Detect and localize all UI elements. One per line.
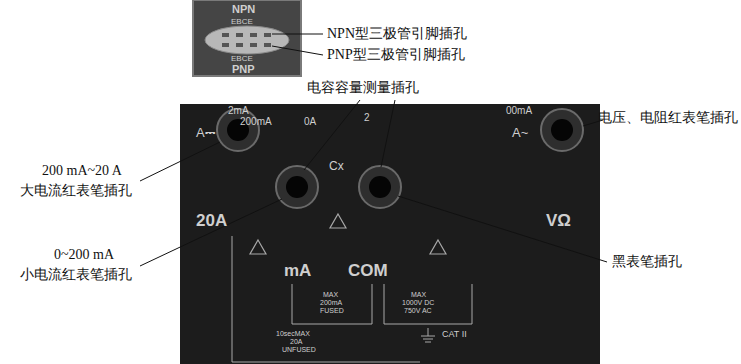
panel-marking: UNFUSED (282, 346, 316, 353)
panel-marking: EBCE (231, 55, 253, 63)
panel-marking: 200mA (240, 117, 272, 127)
rating-brackets (232, 236, 472, 362)
panel-marking: 200mA (320, 299, 342, 306)
warning-triangles (250, 214, 446, 254)
panel-marking: COM (348, 262, 388, 279)
callout-label: 黑表笔插孔 (612, 254, 682, 269)
callout-label: 0~200 mA (54, 247, 114, 262)
panel-marking: MAX (411, 291, 426, 298)
panel-marking: 2mA (228, 106, 249, 116)
panel-marking: NPN (232, 4, 255, 15)
panel-marking: MAX (323, 291, 338, 298)
callout-label: 电容容量测量插孔 (307, 80, 419, 95)
panel-marking: 10secMAX (276, 330, 310, 337)
panel-marking: 750V AC (404, 307, 432, 314)
jacks (217, 109, 583, 208)
panel-marking: A~ (512, 126, 528, 139)
socket-panel (193, 0, 301, 76)
panel-marking: PNP (232, 64, 255, 75)
callout-label: 电压、电阻红表笔插孔 (598, 110, 738, 125)
callout-label: 大电流红表笔插孔 (20, 183, 132, 198)
panel-marking: 1000V DC (402, 299, 434, 306)
panel-marking: 20A (196, 212, 227, 229)
panel-marking: A⎓ (196, 126, 215, 139)
panel-marking: EBCE (231, 18, 253, 26)
panel-marking: 20A (290, 338, 302, 345)
main-panel (180, 104, 600, 364)
socket-oval (205, 26, 289, 54)
panel-marking: mA (284, 262, 311, 279)
callout-label: 小电流红表笔插孔 (20, 267, 132, 282)
transistor-socket-panel: NPNEBCEEBCEPNP (193, 0, 301, 76)
panel-marking: 2 (364, 113, 370, 123)
panel-marking: 00mA (506, 106, 532, 116)
panel-marking: 0A (304, 117, 316, 127)
callout-label: 200 mA~20 A (42, 163, 122, 178)
panel-marking: CAT II (442, 330, 467, 339)
panel-marking: VΩ (546, 212, 571, 229)
leader-lines (140, 34, 607, 266)
panel-marking: Cx (329, 160, 344, 172)
socket-holes (222, 33, 271, 47)
callout-label: PNP型三极管引脚插孔 (327, 47, 465, 62)
panel-marking: FUSED (320, 307, 344, 314)
callout-label: NPN型三极管引脚插孔 (327, 26, 467, 41)
jack-panel: 2mA200mAA⎓0A200mAA~Cx20AmACOMVΩMAX200mAF… (180, 104, 600, 364)
ground-symbol (421, 328, 435, 342)
